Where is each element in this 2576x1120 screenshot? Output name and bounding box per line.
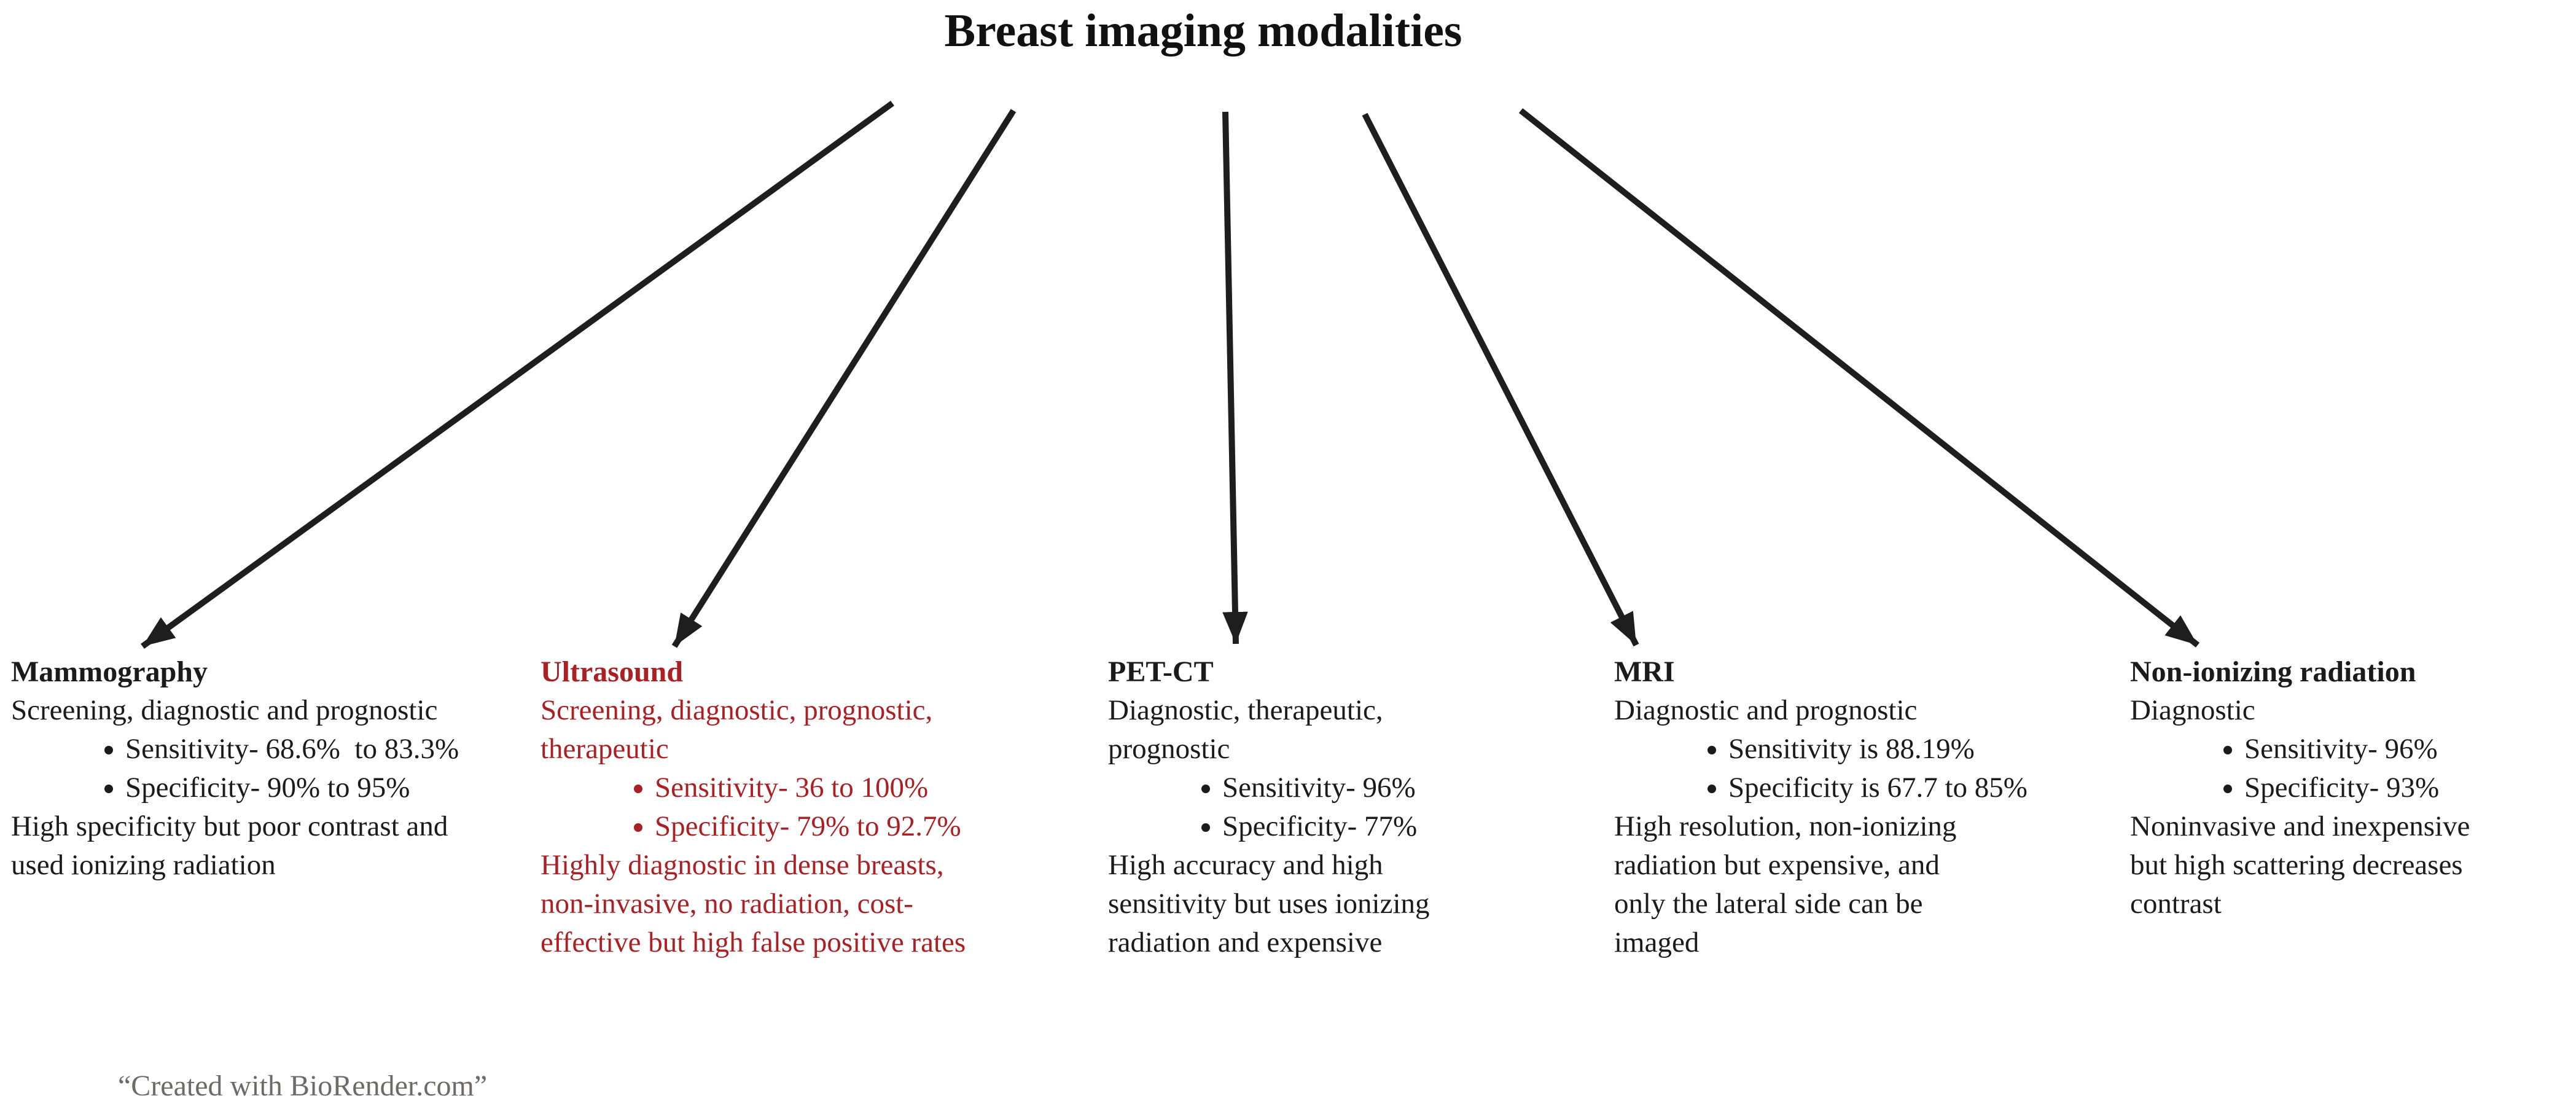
modality-roles: Screening, diagnostic, prognostic, thera…	[541, 694, 933, 765]
arrow-title-to-nonionizing	[1518, 108, 2200, 648]
modality-note: High resolution, non-ionizing radiation …	[1614, 810, 1957, 958]
specificity-stat: Specificity- 93%	[2244, 769, 2576, 807]
modality-petct: PET-CT Diagnostic, therapeutic, prognost…	[1108, 652, 1544, 962]
modality-mri: MRI Diagnostic and prognostic Sensitivit…	[1614, 652, 2099, 962]
modality-stats-list: Sensitivity- 36 to 100% Specificity- 79%…	[541, 769, 1103, 846]
modality-roles: Diagnostic and prognostic	[1614, 694, 1918, 726]
modality-ultrasound: Ultrasound Screening, diagnostic, progno…	[541, 652, 1103, 962]
modality-note: Noninvasive and inexpensive but high sca…	[2130, 810, 2470, 920]
sensitivity-stat: Sensitivity is 88.19%	[1728, 730, 2099, 769]
modality-nonionizing-radiation: Non-ionizing radiation Diagnostic Sensit…	[2130, 652, 2576, 923]
modality-note: High accuracy and high sensitivity but u…	[1108, 849, 1430, 958]
modality-note: Highly diagnostic in dense breasts, non-…	[541, 849, 966, 958]
modality-title: Ultrasound	[541, 656, 684, 688]
modality-roles: Diagnostic, therapeutic, prognostic	[1108, 694, 1383, 765]
arrow-title-to-ultrasound	[671, 109, 1017, 648]
specificity-stat: Specificity- 77%	[1222, 807, 1544, 846]
modality-title: Non-ionizing radiation	[2130, 656, 2416, 688]
sensitivity-stat: Sensitivity- 96%	[1222, 769, 1544, 807]
modality-title: PET-CT	[1108, 656, 1214, 688]
specificity-stat: Specificity is 67.7 to 85%	[1728, 769, 2099, 807]
modality-stats-list: Sensitivity- 68.6% to 83.3% Specificity-…	[11, 730, 530, 807]
sensitivity-stat: Sensitivity- 96%	[2244, 730, 2576, 769]
modality-stats-list: Sensitivity is 88.19% Specificity is 67.…	[1614, 730, 2099, 807]
modality-title: MRI	[1614, 656, 1675, 688]
sensitivity-stat: Sensitivity- 36 to 100%	[655, 769, 1103, 807]
modality-stats-list: Sensitivity- 96% Specificity- 77%	[1108, 769, 1544, 846]
modality-title: Mammography	[11, 656, 208, 688]
page-title: Breast imaging modalities	[944, 5, 1462, 57]
specificity-stat: Specificity- 79% to 92.7%	[655, 807, 1103, 846]
sensitivity-stat: Sensitivity- 68.6% to 83.3%	[125, 730, 530, 769]
modality-stats-list: Sensitivity- 96% Specificity- 93%	[2130, 730, 2576, 807]
arrow-title-to-mri	[1362, 112, 1639, 647]
modality-roles: Diagnostic	[2130, 694, 2255, 726]
arrow-title-to-mammography	[141, 100, 894, 649]
arrow-title-to-petct	[1222, 111, 1248, 644]
modality-note: High specificity but poor contrast and u…	[11, 810, 448, 881]
biorender-attribution: “Created with BioRender.com”	[118, 1070, 488, 1102]
modality-mammography: Mammography Screening, diagnostic and pr…	[11, 652, 530, 885]
specificity-stat: Specificity- 90% to 95%	[125, 769, 530, 807]
modality-roles: Screening, diagnostic and prognostic	[11, 694, 438, 726]
